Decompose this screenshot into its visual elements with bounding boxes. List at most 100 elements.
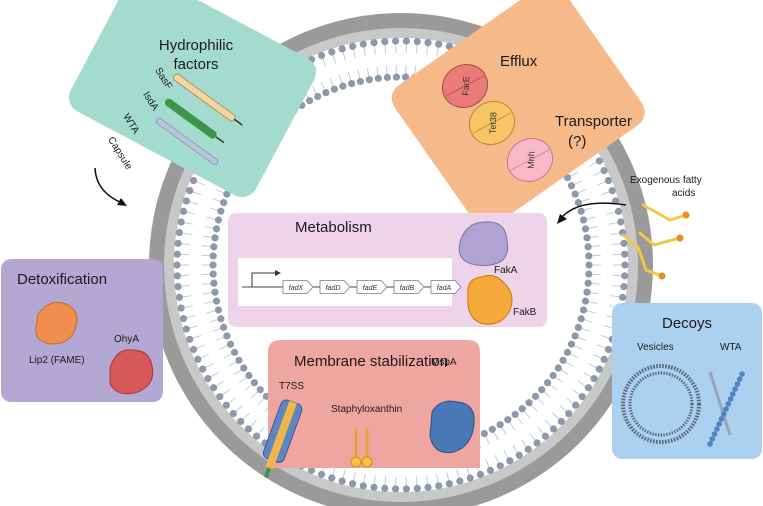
pump-tet38: Tet38: [468, 101, 516, 145]
lipid-head: [339, 82, 347, 90]
lipid-head: [330, 85, 338, 93]
lipid-head: [579, 306, 588, 314]
lipid-head: [579, 216, 588, 224]
lipid-head: [256, 386, 264, 394]
sasf-protein: [173, 73, 243, 126]
lipid-head: [424, 39, 432, 47]
lipid-head: [177, 218, 185, 226]
lipid-head: [565, 409, 573, 418]
lipid-head: [621, 272, 629, 280]
lipid-head: [381, 484, 389, 493]
lipid-head: [199, 365, 207, 373]
lipid-head: [531, 392, 540, 400]
lipid-head: [391, 37, 400, 45]
lipid-head: [445, 480, 453, 488]
isda-protein: [164, 98, 225, 144]
lipid-head: [402, 37, 411, 45]
hydrophilic-title-line2: factors: [173, 56, 218, 73]
lipid-head: [435, 482, 443, 490]
lipid-head: [424, 483, 432, 491]
lipid-head: [370, 39, 378, 47]
lipid-head: [217, 207, 225, 215]
lipid-head: [476, 470, 485, 479]
lipid-head: [220, 323, 228, 331]
faka-label: FakA: [494, 265, 518, 276]
lipid-head: [595, 365, 603, 373]
lipid-head: [584, 279, 592, 287]
detoxification-panel: Detoxification Lip2 (FAME) OhyA: [1, 259, 163, 402]
wta-bead: [736, 376, 743, 382]
lipid-head: [584, 243, 592, 251]
lipid-head: [322, 89, 330, 97]
lipid-head: [223, 332, 231, 340]
lipid-head: [222, 401, 230, 409]
lipid-head: [244, 425, 253, 433]
gene-label-fadD: fadD: [326, 285, 341, 292]
capsule-label: Capsule: [105, 135, 134, 172]
lipid-head: [245, 371, 253, 380]
lipid-head: [250, 379, 259, 387]
wta-bead: [725, 401, 732, 407]
lipid-head: [210, 384, 218, 392]
wta-bead: [718, 416, 725, 422]
transporter-label-line2: (?): [568, 133, 586, 150]
lipid-head: [356, 77, 365, 86]
ohya-label: OhyA: [114, 334, 139, 345]
lipid-head: [617, 218, 625, 226]
wta-bead: [707, 441, 713, 447]
lipid-head: [229, 409, 237, 418]
lipid-head: [186, 335, 194, 343]
lipid-head: [549, 371, 557, 380]
hydrophilic-title-line1: Hydrophilic: [159, 37, 234, 54]
lipid-head: [600, 355, 608, 363]
pump-fare: FarE: [441, 64, 489, 108]
arrow-hydrophilic-to-detox: [94, 167, 123, 204]
lipid-head: [194, 355, 202, 363]
gene-arrow-fadB: [393, 280, 425, 294]
gene-label-fadE: fadE: [363, 285, 378, 292]
lipid-head: [240, 364, 248, 372]
lipid-head: [175, 229, 183, 237]
wta-bead: [739, 371, 745, 377]
lipid-head: [574, 199, 582, 207]
wta-bead: [711, 431, 718, 437]
lipid-head: [189, 345, 198, 354]
staphyloxanthin-molecules: [350, 428, 373, 468]
lipid-head: [515, 451, 523, 459]
lipid-head: [237, 417, 245, 426]
lipid-head: [554, 364, 562, 372]
lipid-head: [600, 167, 608, 175]
t7ss-label: T7SS: [279, 381, 304, 392]
lipid-head: [559, 356, 567, 364]
lipid-head: [506, 457, 514, 465]
promoter-arrow: [251, 272, 276, 287]
lipid-head: [585, 270, 593, 278]
lipid-head: [621, 261, 629, 269]
lipid-head: [211, 234, 219, 242]
gene-label-fadX: fadX: [289, 285, 304, 292]
pump-tet38-label: Tet38: [488, 112, 499, 134]
lipid-head: [214, 216, 223, 224]
lipid-head: [549, 425, 558, 433]
fatty-acid-molecules: [621, 203, 688, 278]
lipid-head: [348, 80, 356, 88]
lipid-head: [217, 315, 225, 323]
lipid-head: [349, 42, 357, 50]
mspa-protein: [429, 400, 475, 454]
lipid-head: [182, 325, 190, 333]
mspa-label: MspA: [431, 357, 457, 368]
lipid-head: [608, 187, 616, 195]
lipid-head: [209, 261, 217, 269]
lipid-head: [496, 421, 504, 429]
lipid-head: [511, 410, 519, 418]
vesicles-label: Vesicles: [637, 342, 674, 353]
lipid-head: [585, 252, 593, 260]
t7ss-complex: [262, 399, 303, 479]
ohya-enzyme: [109, 349, 154, 395]
lipid-head: [567, 340, 576, 348]
lipid-head: [317, 470, 326, 479]
exogenous-label-line1: Exogenous fatty: [630, 175, 702, 186]
faka-protein: [458, 221, 509, 267]
transporter-label-line1: Transporter: [555, 113, 632, 130]
